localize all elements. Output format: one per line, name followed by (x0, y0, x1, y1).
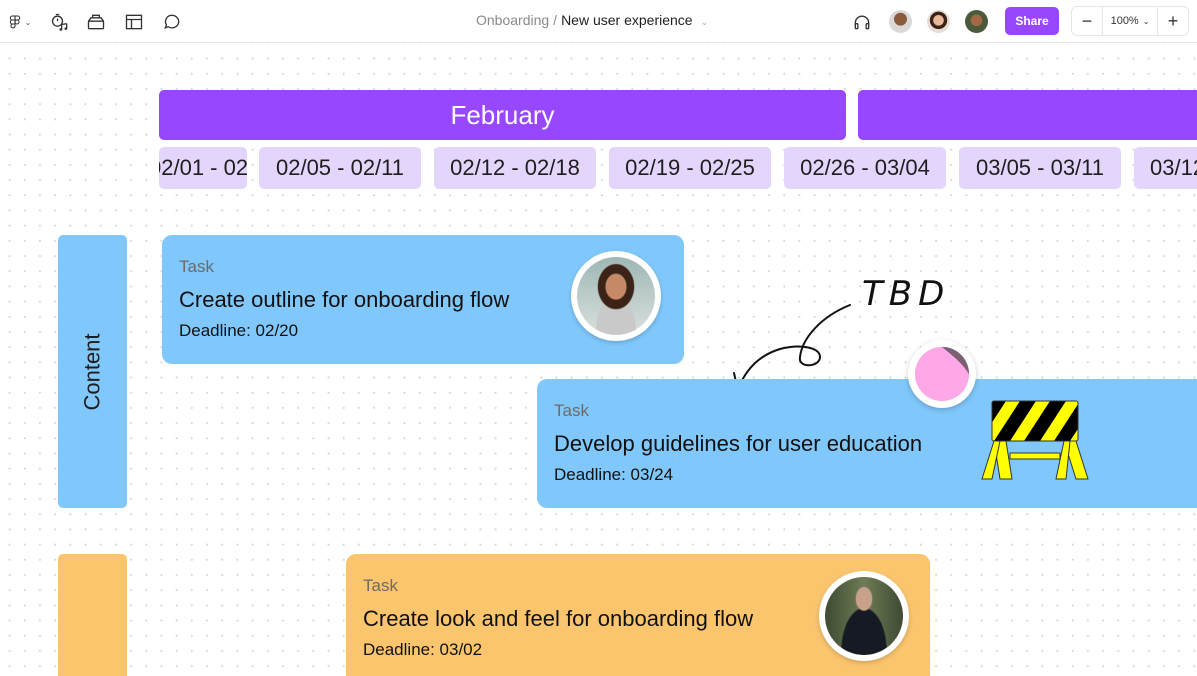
zoom-level-value: 100% (1110, 15, 1139, 27)
audio-button[interactable] (850, 10, 874, 34)
zoom-level-dropdown[interactable]: 100%⌄ (1102, 7, 1158, 35)
layout-icon (125, 14, 143, 30)
collaborator-avatar-3[interactable] (965, 10, 988, 33)
zoom-out-button[interactable]: − (1081, 10, 1093, 31)
collaborator-avatar-1[interactable] (889, 10, 912, 33)
share-button[interactable]: Share (1005, 7, 1059, 35)
chevron-down-icon: ⌄ (1142, 16, 1150, 26)
construction-barrier-icon (981, 400, 1089, 480)
task-card[interactable]: Task Create outline for onboarding flow … (162, 235, 684, 364)
sticker-peel-icon (914, 346, 970, 402)
month-label: February (450, 99, 555, 130)
task-kind: Task (363, 576, 398, 595)
task-title: Develop guidelines for user education (554, 431, 923, 456)
box-icon (87, 14, 105, 30)
week-label: 03/12 - 03/18 (1150, 155, 1197, 180)
week-cell[interactable]: 02/01 - 02/04 (159, 147, 247, 189)
week-label: 02/19 - 02/25 (625, 155, 755, 180)
comment-icon (164, 14, 180, 29)
assets-button[interactable] (84, 10, 108, 34)
breadcrumb-parent[interactable]: Onboarding (476, 12, 550, 28)
week-label: 02/12 - 02/18 (450, 155, 580, 180)
month-header-march[interactable] (858, 90, 1197, 140)
lane-creative[interactable]: Creative (58, 554, 127, 676)
task-kind: Task (179, 257, 214, 276)
task-title: Create outline for onboarding flow (179, 287, 510, 312)
week-cell[interactable]: 02/05 - 02/11 (259, 147, 421, 189)
week-label: 03/05 - 03/11 (975, 155, 1105, 180)
breadcrumb[interactable]: Onboarding/New user experience ⌄ (476, 12, 708, 28)
collaborator-avatar-2[interactable] (927, 10, 950, 33)
comment-button[interactable] (160, 10, 184, 34)
pink-sticker[interactable] (908, 340, 976, 408)
breadcrumb-separator: / (553, 12, 558, 28)
assignee-avatar[interactable] (819, 571, 909, 661)
lane-content[interactable]: Content (58, 235, 127, 508)
task-kind: Task (554, 401, 589, 420)
whiteboard-canvas[interactable]: February 02/01 - 02/04 02/05 - 02/11 02/… (0, 44, 1197, 676)
tbd-note[interactable]: TBD (862, 274, 951, 314)
chevron-down-icon[interactable]: ⌄ (700, 17, 709, 27)
timer-music-icon (51, 13, 68, 31)
top-toolbar: ⌄ Onboarding/New user experience⌄ Share … (0, 0, 1197, 43)
main-menu-button[interactable]: ⌄ (4, 10, 34, 34)
task-card[interactable]: Task Develop guidelines for user educati… (537, 379, 1197, 508)
task-card[interactable]: Task Create look and feel for onboarding… (346, 554, 930, 676)
headphones-icon (854, 15, 870, 30)
week-label: 02/26 - 03/04 (800, 155, 930, 180)
timer-music-button[interactable] (48, 10, 72, 34)
layout-button[interactable] (122, 10, 146, 34)
task-deadline: Deadline: 03/24 (554, 465, 674, 484)
breadcrumb-current[interactable]: New user experience (561, 12, 693, 28)
task-deadline: Deadline: 02/20 (179, 321, 299, 340)
week-cell[interactable]: 02/19 - 02/25 (609, 147, 771, 189)
assignee-avatar[interactable] (571, 251, 661, 341)
week-label: 02/05 - 02/11 (275, 155, 405, 180)
week-cell[interactable]: 03/05 - 03/11 (959, 147, 1121, 189)
zoom-in-button[interactable]: + (1167, 10, 1179, 31)
month-header-february[interactable]: February (159, 90, 846, 140)
chevron-down-icon: ⌄ (24, 17, 32, 27)
week-cell[interactable]: 03/12 - 03/18 (1134, 147, 1197, 189)
task-deadline: Deadline: 03/02 (363, 640, 483, 659)
zoom-control: − 100%⌄ + (1071, 6, 1189, 36)
figma-logo-icon (9, 15, 20, 29)
week-label: 02/01 - 02/04 (159, 155, 247, 180)
task-title: Create look and feel for onboarding flow (363, 606, 754, 631)
lane-label: Content (79, 332, 105, 411)
week-cell[interactable]: 02/12 - 02/18 (434, 147, 596, 189)
week-cell[interactable]: 02/26 - 03/04 (784, 147, 946, 189)
